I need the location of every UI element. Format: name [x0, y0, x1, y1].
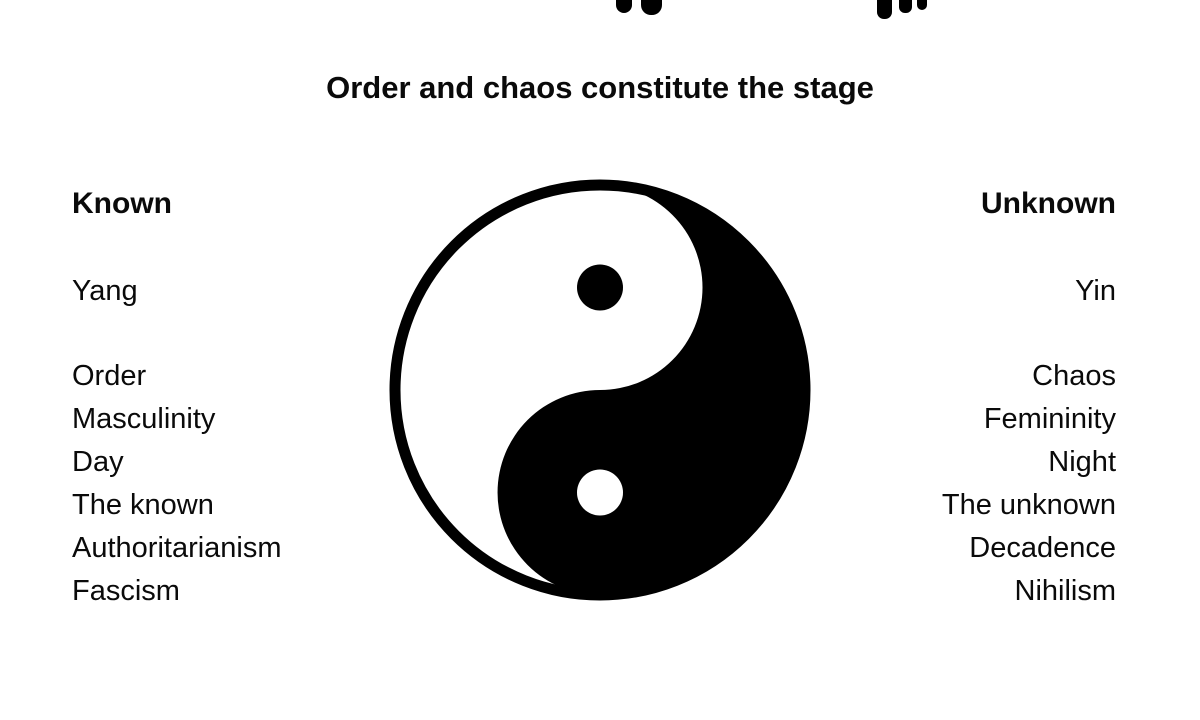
list-item: Authoritarianism — [72, 532, 282, 564]
yin-yang-symbol — [380, 170, 820, 610]
yin-label: Yin — [1075, 275, 1116, 307]
list-item: Day — [72, 446, 124, 478]
right-item-list: Chaos Femininity Night The unknown Decad… — [942, 355, 1116, 613]
yang-label: Yang — [72, 275, 138, 307]
taiji-black-dot — [577, 264, 623, 311]
cropped-glyph-fragment — [641, 0, 662, 15]
yin-yang-icon — [389, 179, 811, 601]
list-item: The unknown — [941, 489, 1116, 521]
cropped-glyph-fragment — [899, 0, 912, 13]
left-item-list: Order Masculinity Day The known Authorit… — [72, 355, 282, 613]
right-column-header: Unknown — [981, 187, 1116, 220]
list-item: Fascism — [72, 575, 180, 607]
cropped-glyph-fragment — [917, 0, 927, 10]
list-item: Femininity — [983, 403, 1116, 435]
list-item: Order — [72, 360, 147, 392]
taiji-white-dot — [577, 469, 623, 516]
list-item: Masculinity — [72, 403, 216, 435]
list-item: Decadence — [969, 532, 1116, 564]
list-item: Nihilism — [1014, 575, 1117, 607]
page-title: Order and chaos constitute the stage — [326, 70, 874, 105]
right-column: Unknown Yin Chaos Femininity Night The u… — [942, 186, 1116, 613]
left-column: Known Yang Order Masculinity Day The kno… — [72, 186, 282, 613]
taiji-black-swirl — [497, 184, 806, 595]
list-item: Night — [1048, 446, 1116, 478]
list-item: The known — [72, 489, 214, 521]
cropped-glyph-fragment — [877, 0, 892, 19]
list-item: Chaos — [1032, 360, 1116, 392]
cropped-glyph-fragment — [616, 0, 632, 13]
left-column-header: Known — [72, 187, 172, 220]
